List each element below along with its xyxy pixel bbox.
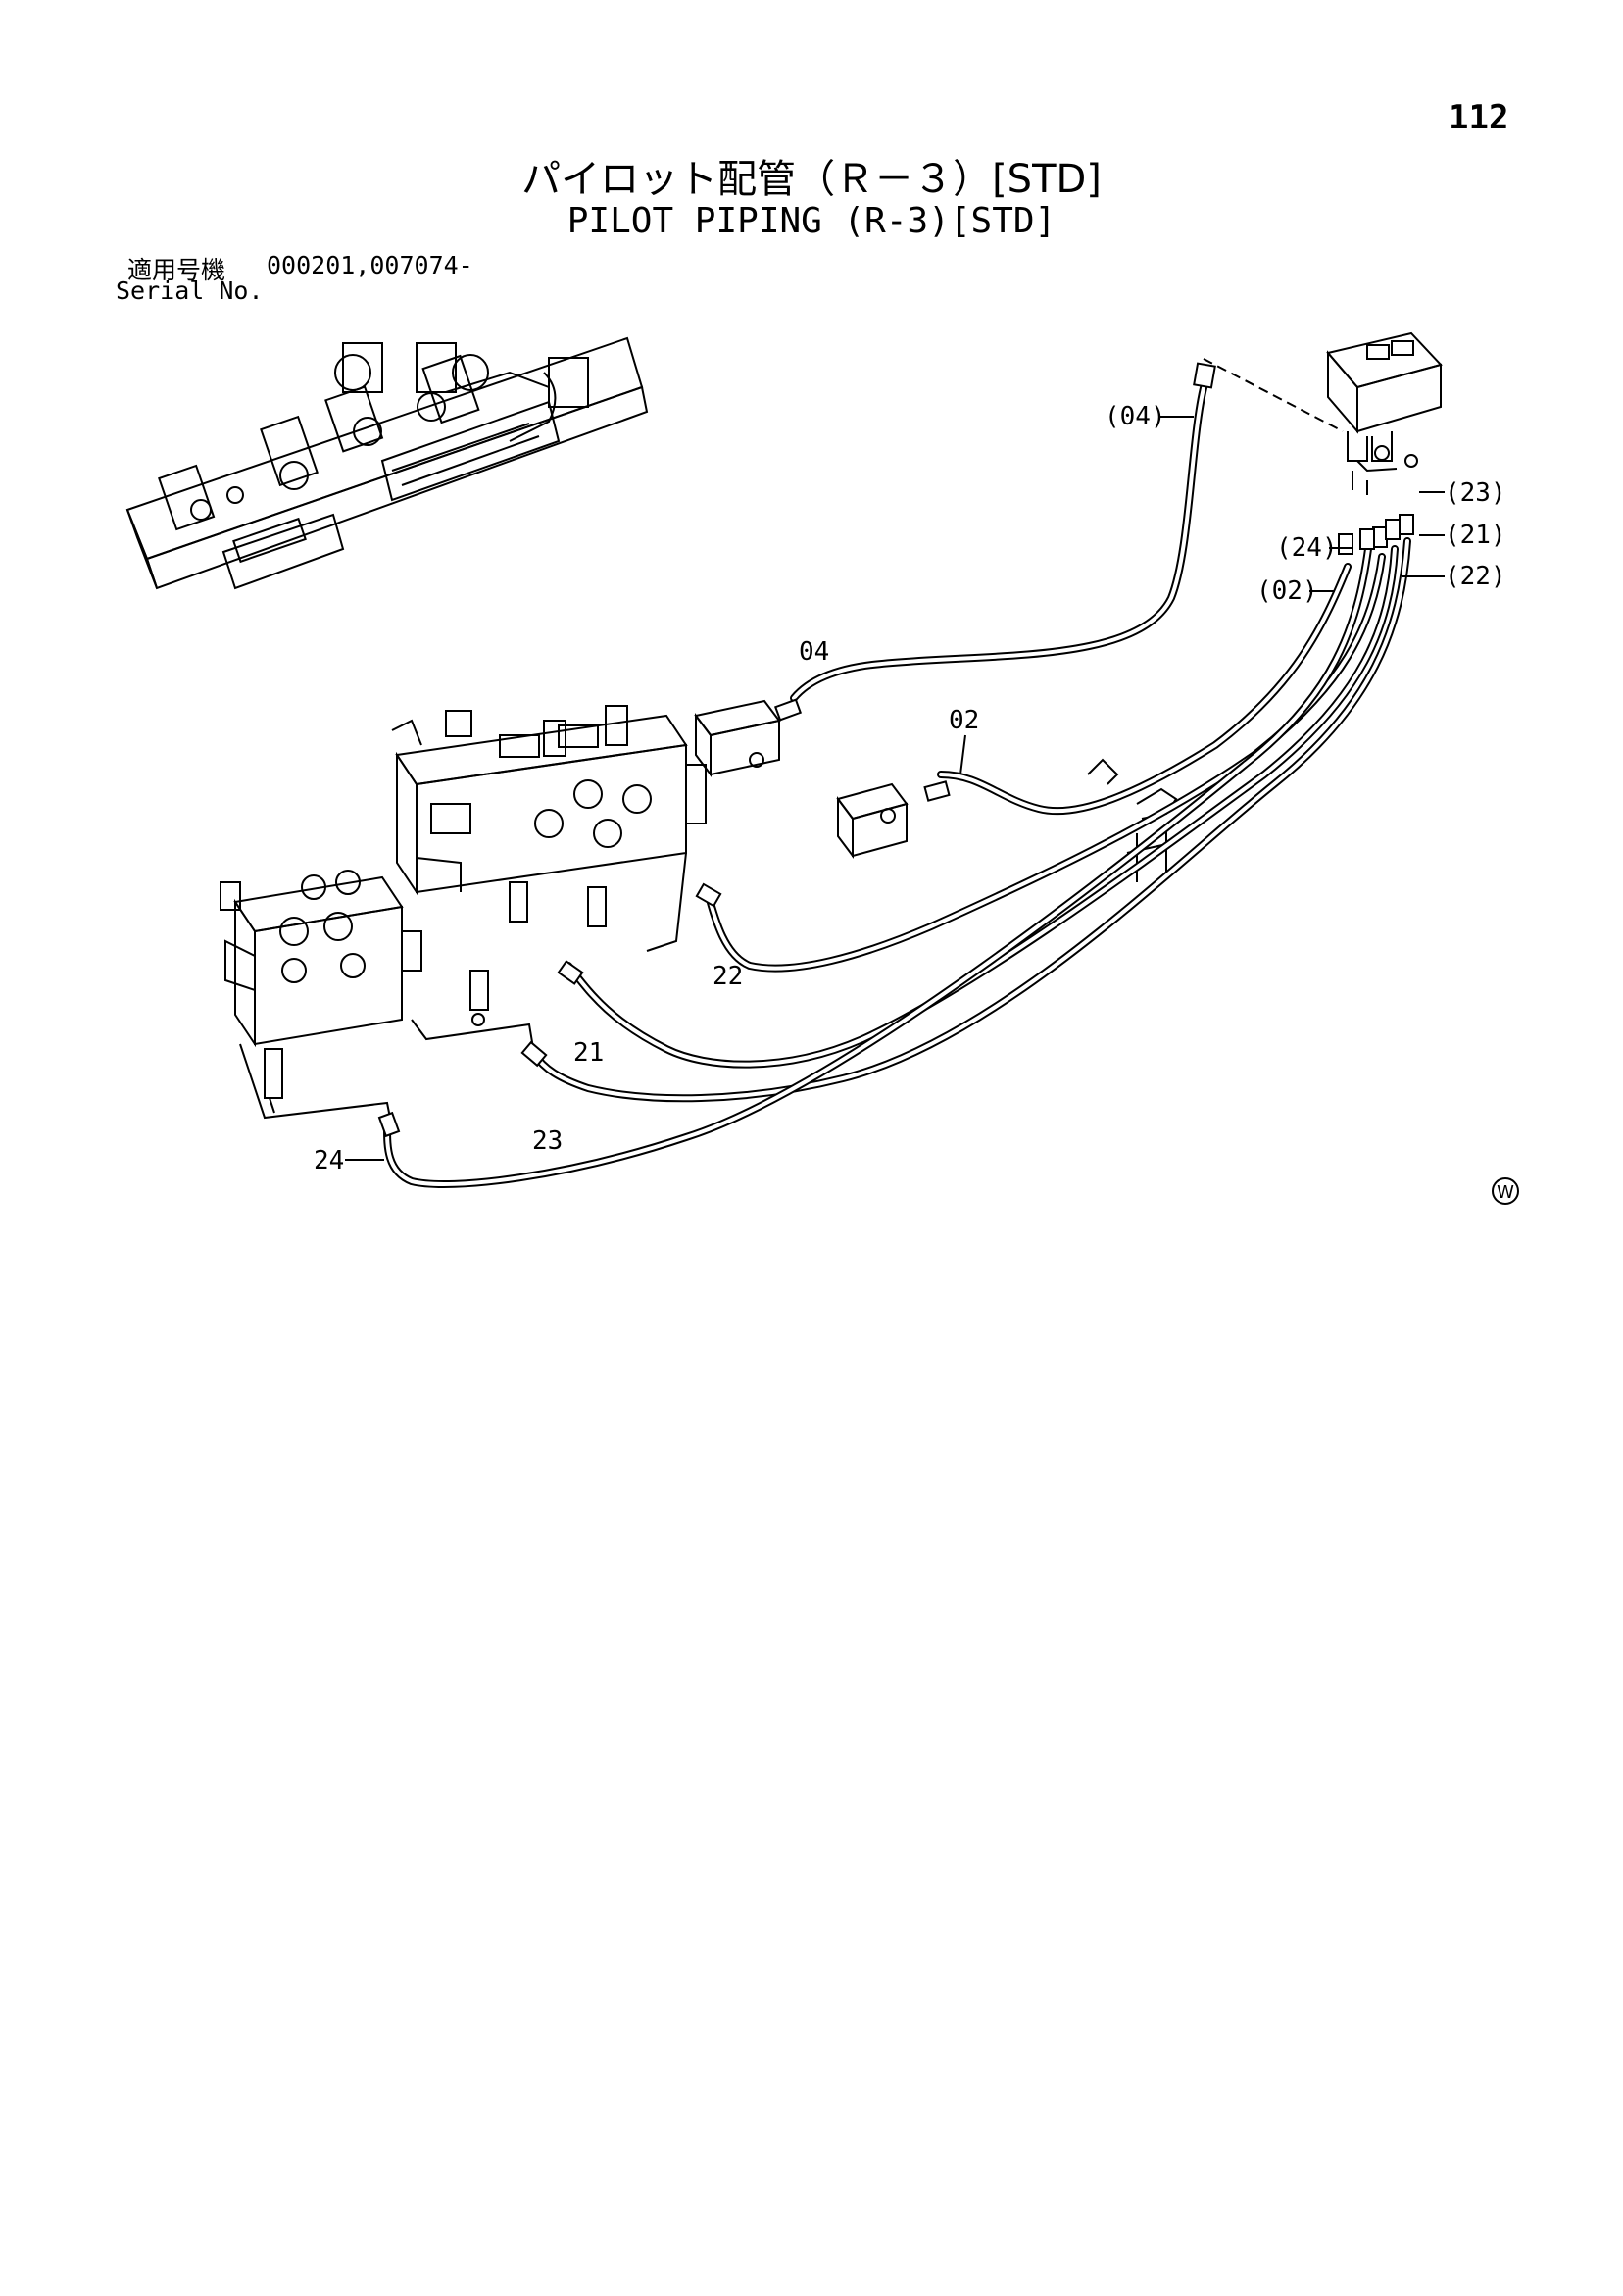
page-title-japanese: パイロット配管（Ｒ－３）[STD] bbox=[521, 157, 1102, 202]
hose-23 bbox=[530, 537, 1411, 1103]
callout-23: 23 bbox=[532, 1126, 563, 1156]
callout-02: 02 bbox=[949, 706, 979, 735]
callout-22-ref: (22) bbox=[1445, 562, 1506, 591]
serial-numbers: 000201,007074- bbox=[267, 251, 473, 279]
callout-21: 21 bbox=[573, 1038, 604, 1068]
hose-02 bbox=[937, 563, 1352, 816]
hose-24 bbox=[383, 545, 1372, 1188]
callout-04: 04 bbox=[799, 637, 829, 667]
port-block-02 bbox=[836, 782, 909, 859]
pilot-valve-block bbox=[1326, 331, 1443, 473]
hose-22 bbox=[704, 553, 1386, 973]
callout-labels: (04) (23) (21) (24) (22) (02) 04 02 22 2… bbox=[314, 402, 1506, 1175]
callout-02-ref: (02) bbox=[1256, 576, 1318, 606]
w-symbol-mark: W bbox=[1492, 1177, 1519, 1205]
callout-21-ref: (21) bbox=[1445, 521, 1506, 550]
page-number: 112 bbox=[1449, 98, 1509, 137]
leader-lines bbox=[1203, 358, 1368, 495]
serial-label-japanese: 適用号機 bbox=[127, 256, 226, 284]
callout-23-ref: (23) bbox=[1445, 478, 1506, 508]
hose-04 bbox=[790, 376, 1209, 702]
serial-label-english: Serial No. bbox=[116, 276, 264, 305]
control-valve-group bbox=[220, 705, 707, 1120]
callout-22: 22 bbox=[713, 962, 743, 991]
hose-21 bbox=[565, 545, 1399, 1069]
w-symbol-letter: W bbox=[1497, 1182, 1514, 1203]
page-title-english: PILOT PIPING (R-3)[STD] bbox=[566, 201, 1057, 241]
callout-04-ref: (04) bbox=[1105, 402, 1166, 431]
callout-24-ref: (24) bbox=[1276, 533, 1338, 563]
hose-fittings bbox=[377, 362, 1414, 1138]
callout-24: 24 bbox=[314, 1146, 344, 1175]
port-block-04 bbox=[694, 699, 781, 777]
machine-frame-overview bbox=[125, 336, 649, 590]
